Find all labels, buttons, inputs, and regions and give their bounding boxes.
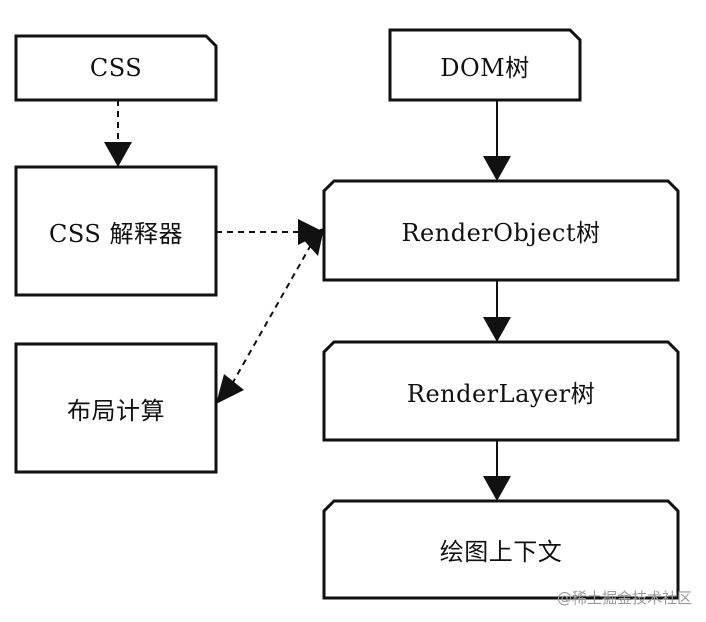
arrow-render-object-to-layout <box>216 374 244 404</box>
arrow-render-object-to-layer <box>483 317 511 342</box>
render-layer-node-label: RenderLayer树 <box>406 379 596 408</box>
arrow-layout-to-render-object <box>300 228 324 256</box>
paint-context-node-label: 绘图上下文 <box>439 538 563 566</box>
dom-tree-node-label: DOM树 <box>440 53 530 82</box>
css-node-shape <box>14 34 218 102</box>
arrow-render-layer-to-paint <box>483 476 511 501</box>
css-parser-node-label: CSS 解释器 <box>49 219 183 248</box>
paint-context-node-shape <box>322 499 680 600</box>
watermark-text: @稀土掘金技术社区 <box>556 589 692 607</box>
render-object-node-shape <box>322 179 680 282</box>
watermark: @稀土掘金技术社区 <box>557 587 692 608</box>
layout-calc-node-label: 布局计算 <box>67 396 165 425</box>
arrow-css-to-parser <box>104 142 132 167</box>
arrow-dom-to-render-object <box>483 156 511 181</box>
layout-calc-node-shape <box>14 342 218 474</box>
css-parser-node-shape <box>14 165 218 297</box>
render-object-node-label: RenderObject树 <box>401 219 601 247</box>
css-node-label: CSS <box>89 54 143 82</box>
edge-layout-to-render-object <box>231 235 317 385</box>
dom-tree-node-shape <box>388 28 582 102</box>
render-layer-node-shape <box>322 340 680 442</box>
